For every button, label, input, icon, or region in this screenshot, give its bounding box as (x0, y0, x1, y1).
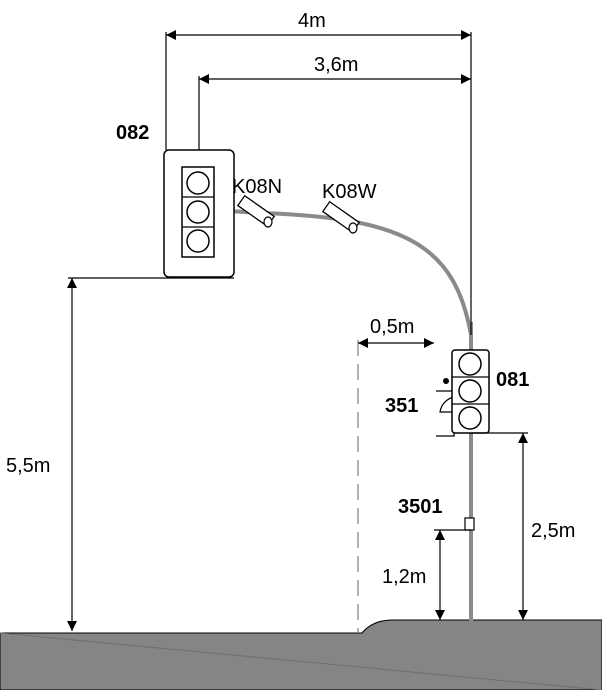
signal-351-mount (443, 378, 449, 384)
signal-082-lamp-bottom (186, 229, 210, 253)
signal-081-lamp-bottom (458, 406, 482, 430)
signal-081-label: 081 (496, 369, 529, 391)
signal-082-lamp-middle (186, 200, 210, 224)
signal-081-lamp-middle (458, 379, 482, 403)
camera-k08n-icon (236, 194, 276, 228)
camera-k08w-icon (321, 200, 361, 234)
dimension-label-4m: 4m (298, 10, 326, 32)
signal-082-lamp-top (186, 171, 210, 195)
dimension-label-1-2m: 1,2m (382, 566, 426, 588)
dimension-label-0-5m: 0,5m (370, 316, 414, 338)
camera-k08w-label: K08W (322, 181, 377, 203)
road-marking-line (0, 632, 602, 690)
signal-351-label: 351 (385, 395, 418, 417)
signal-081-lamp-top (458, 352, 482, 376)
signal-082-label: 082 (116, 122, 149, 144)
camera-k08n-label: K08N (232, 176, 282, 198)
push-button-3501-label: 3501 (398, 496, 443, 518)
road-surface (0, 619, 602, 690)
dimension-label-5-5m: 5,5m (6, 455, 50, 477)
dimension-label-3-6m: 3,6m (314, 54, 358, 76)
push-button-3501-icon (464, 517, 475, 531)
dimension-label-2-5m: 2,5m (531, 520, 575, 542)
